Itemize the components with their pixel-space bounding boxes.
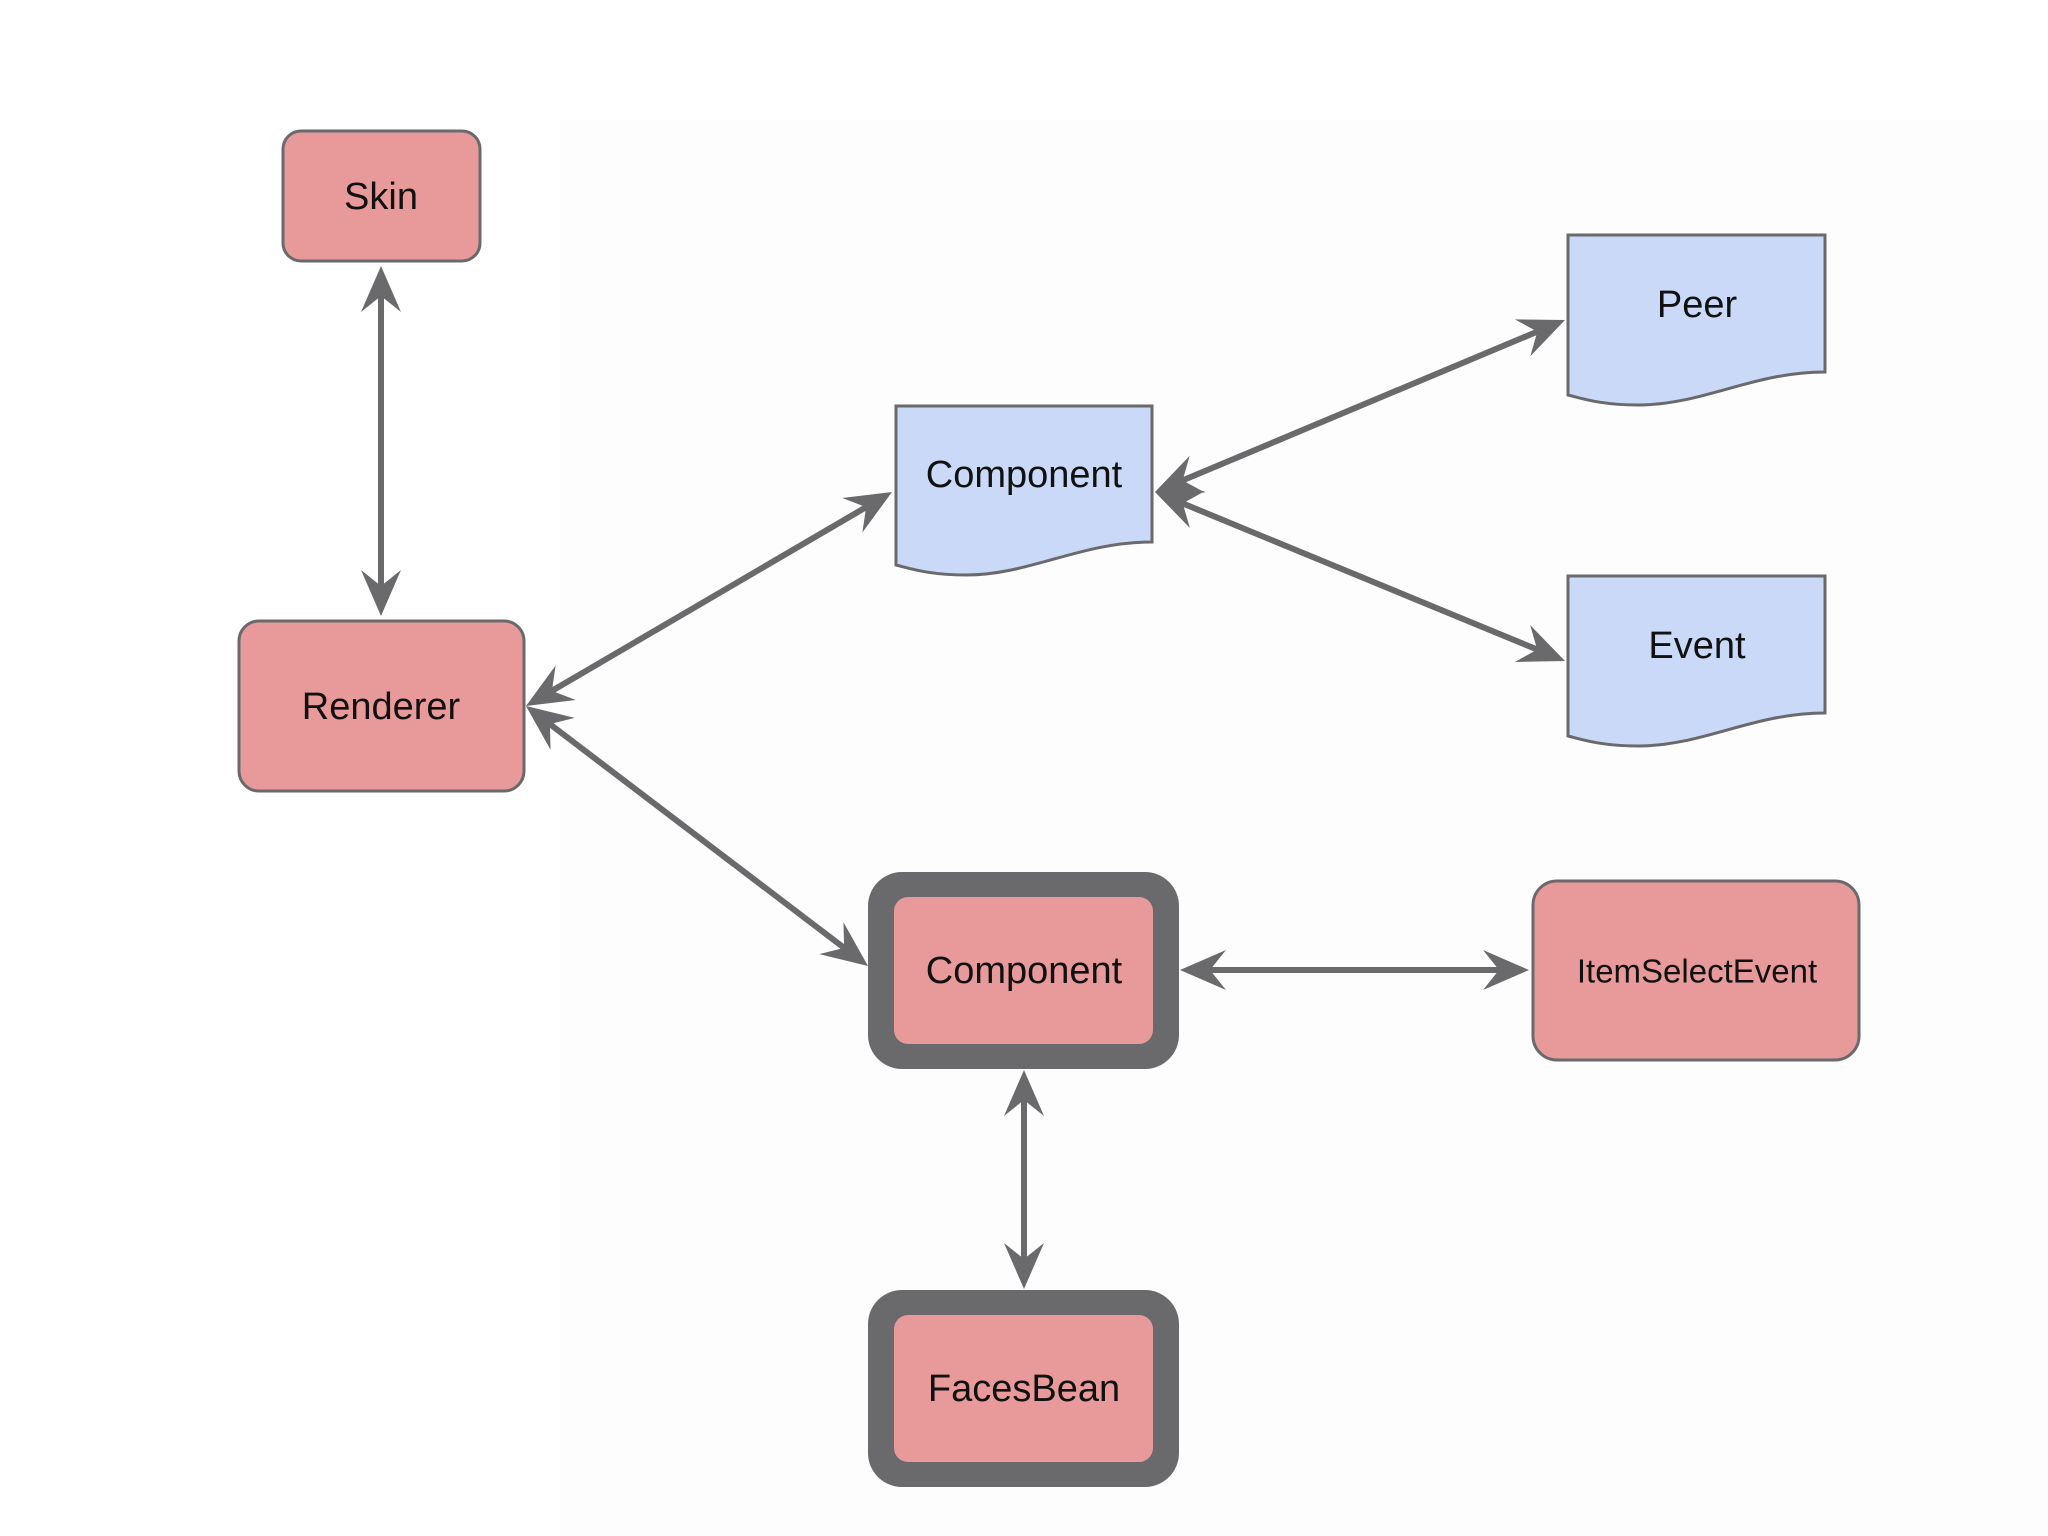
node-event-label: Event [1648,625,1746,667]
node-renderer-box [237,619,526,793]
arrowhead-icon [1004,1243,1044,1289]
arrowhead-icon [1004,1070,1044,1116]
arrowhead-icon [1514,624,1565,662]
node-component-document[interactable]: Component [894,404,1154,577]
arrowhead-icon [819,922,868,966]
edge-component-doc-event [1155,491,1565,662]
edge-renderer-component-doc [526,492,892,706]
node-component[interactable]: Component [868,872,1179,1069]
node-component-label: Component [926,950,1123,992]
node-renderer-label: Renderer [302,686,461,728]
edges-layer [361,266,1565,1289]
edge-line [548,721,846,951]
node-peer-label: Peer [1657,284,1738,326]
arrowhead-icon [1514,319,1565,357]
node-peer-shape [1566,233,1827,407]
arrowhead-icon [526,665,576,706]
edge-line [550,504,868,694]
edge-renderer-component [526,706,868,966]
arrowhead-icon [1180,950,1226,990]
arrowhead-icon [1483,950,1529,990]
node-item-select-event-label: ItemSelectEvent [1577,953,1817,990]
node-renderer[interactable]: Renderer [237,619,526,793]
node-item-select-event[interactable]: ItemSelectEvent [1531,879,1861,1062]
edge-line [1181,328,1539,484]
node-item-select-event-box [1531,879,1861,1062]
arrowhead-icon [361,570,401,616]
arrowhead-icon [842,492,892,533]
edge-component-doc-peer [1155,319,1565,493]
node-event[interactable]: Event [1566,574,1827,748]
node-faces-bean-box [894,1315,1153,1462]
node-faces-bean-label: FacesBean [928,1368,1120,1410]
edge-component-faces-bean [1004,1070,1044,1289]
node-skin-label: Skin [344,176,418,218]
node-peer[interactable]: Peer [1566,233,1827,407]
node-skin-box [281,129,482,263]
node-event-shape [1566,574,1827,748]
node-skin[interactable]: Skin [281,129,482,263]
edge-component-item-select-event [1180,950,1529,990]
edge-skin-renderer [361,266,401,616]
arrowhead-icon [1155,455,1206,493]
node-component-document-shape [894,404,1154,577]
node-component-box [894,897,1153,1044]
arrowhead-icon [361,266,401,312]
edge-line [1181,500,1539,653]
node-component-document-label: Component [926,454,1123,496]
arrowhead-icon [526,706,575,750]
node-faces-bean[interactable]: FacesBean [868,1290,1179,1487]
arrowhead-icon [1155,491,1206,529]
